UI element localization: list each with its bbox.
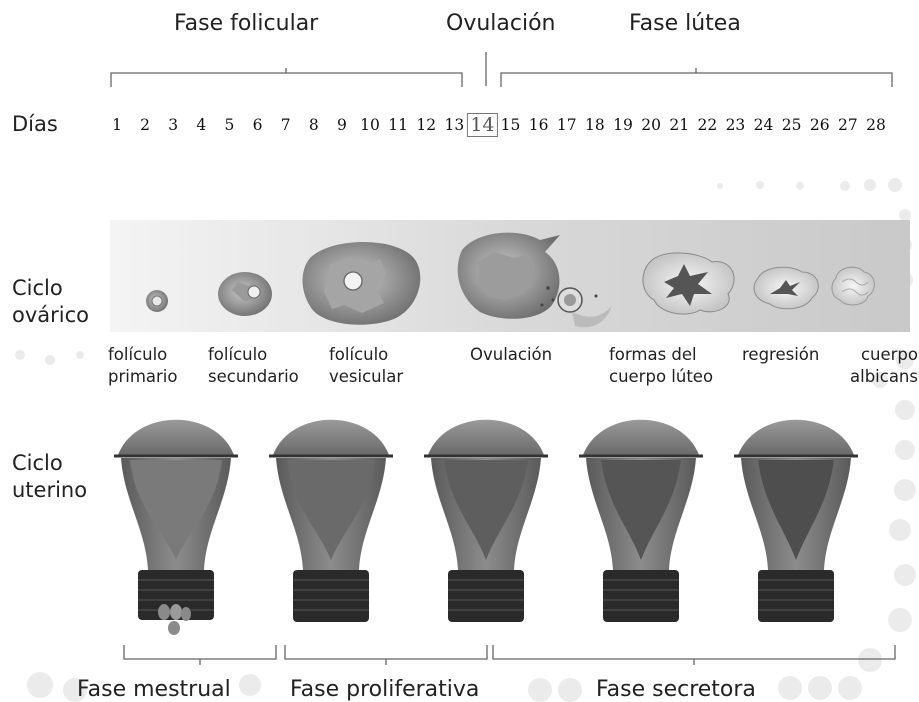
stage-corpus-albicans: cuerpo albicans bbox=[850, 345, 918, 386]
stage-secondary-follicle: folículo secundario bbox=[208, 345, 299, 386]
uterus-5 bbox=[734, 419, 858, 622]
day-17: 17 bbox=[556, 116, 577, 134]
top-brackets bbox=[110, 52, 893, 87]
stage-ovulation: Ovulación bbox=[470, 345, 553, 364]
follicle-secondary bbox=[218, 272, 272, 316]
stage-regression: regresión bbox=[742, 345, 820, 364]
day-21: 21 bbox=[669, 116, 690, 134]
day-2: 2 bbox=[140, 116, 151, 134]
day-4: 4 bbox=[196, 116, 207, 134]
bottom-brackets bbox=[123, 645, 896, 665]
uterus-3 bbox=[424, 419, 548, 622]
day-10: 10 bbox=[360, 116, 380, 134]
regression bbox=[753, 266, 819, 310]
phase-proliferative-label: Fase proliferativa bbox=[290, 677, 480, 702]
phase-menstrual-label: Fase mestrual bbox=[77, 677, 231, 702]
day-13: 13 bbox=[444, 116, 465, 134]
day-22: 22 bbox=[697, 116, 718, 134]
phase-luteal-label: Fase lútea bbox=[629, 11, 741, 36]
day-14: 14 bbox=[467, 113, 498, 137]
day-12: 12 bbox=[416, 116, 437, 134]
stage-corpus-luteum: formas del cuerpo lúteo bbox=[609, 345, 714, 386]
day-9: 9 bbox=[336, 116, 347, 134]
stage-vesicular-follicle: folículo vesicular bbox=[329, 345, 404, 386]
ovarian-cycle-label: Ciclo ovárico bbox=[12, 276, 90, 327]
day-15: 15 bbox=[500, 116, 521, 134]
day-24: 24 bbox=[753, 116, 774, 134]
uterus-2 bbox=[269, 419, 393, 622]
day-1: 1 bbox=[112, 116, 122, 134]
follicle-vesicular bbox=[302, 241, 421, 325]
corpus-luteum bbox=[642, 252, 735, 315]
phase-follicular-label: Fase folicular bbox=[174, 11, 319, 36]
day-5: 5 bbox=[224, 116, 235, 134]
days-label: Días bbox=[12, 112, 58, 136]
stage-primary-follicle: folículo primario bbox=[108, 345, 178, 386]
day-20: 20 bbox=[641, 116, 661, 134]
day-25: 25 bbox=[781, 116, 802, 134]
day-27: 27 bbox=[838, 116, 858, 134]
day-6: 6 bbox=[252, 116, 263, 134]
day-28: 28 bbox=[866, 116, 886, 134]
day-18: 18 bbox=[585, 116, 605, 134]
day-23: 23 bbox=[725, 116, 746, 134]
day-26: 26 bbox=[809, 116, 830, 134]
day-8: 8 bbox=[308, 116, 319, 134]
phase-ovulation-label: Ovulación bbox=[446, 11, 556, 36]
day-19: 19 bbox=[613, 116, 633, 134]
corpus-albicans bbox=[831, 266, 875, 306]
uterus-1 bbox=[114, 419, 238, 635]
phase-secretory-label: Fase secretora bbox=[596, 677, 756, 702]
decorative-dots bbox=[15, 178, 916, 702]
uterus-group bbox=[114, 419, 858, 635]
day-3: 3 bbox=[168, 116, 179, 134]
ovulation-follicle bbox=[457, 232, 612, 328]
day-11: 11 bbox=[388, 116, 408, 134]
day-7: 7 bbox=[280, 116, 291, 134]
day-16: 16 bbox=[528, 116, 549, 134]
uterus-4 bbox=[579, 419, 703, 622]
follicle-primary bbox=[146, 290, 168, 312]
uterine-cycle-label: Ciclo uterino bbox=[12, 451, 88, 502]
